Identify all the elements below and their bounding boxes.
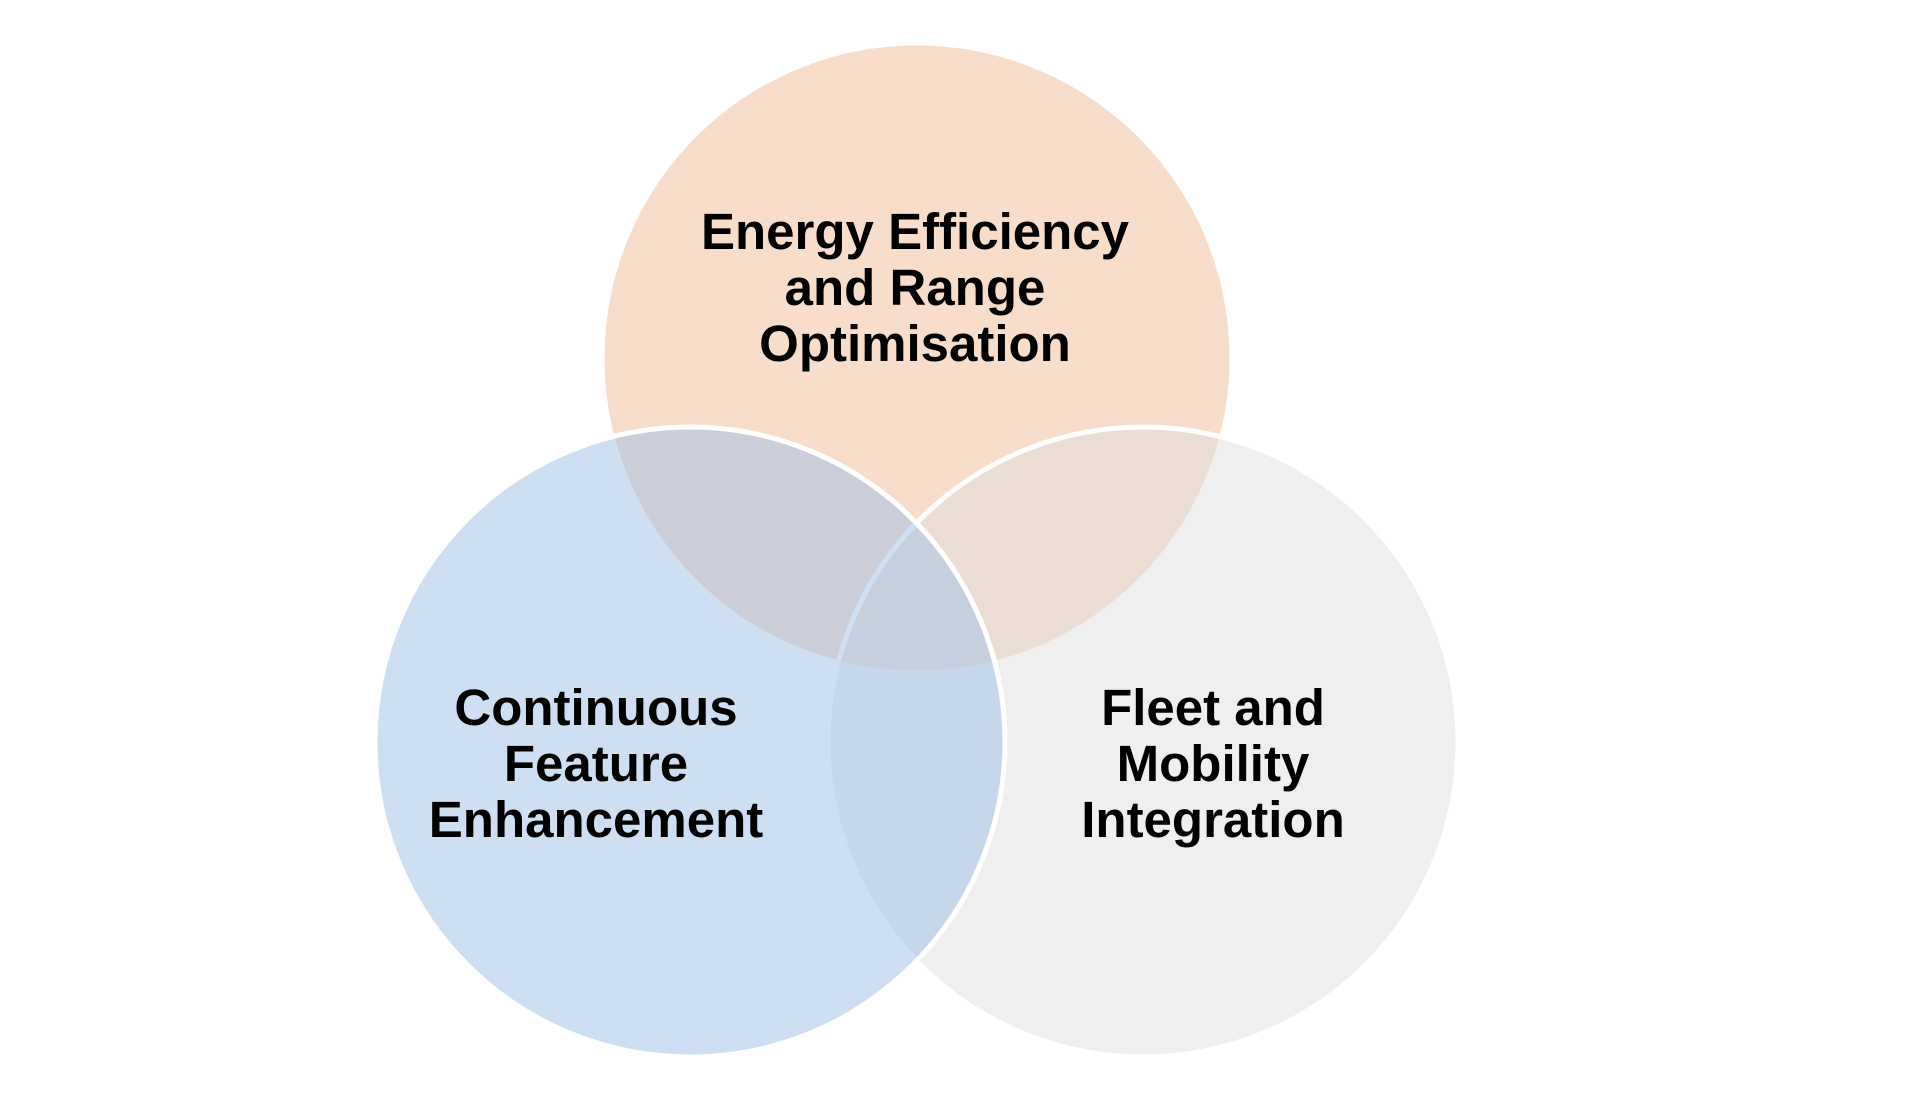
venn-label-feature: Continuous Feature Enhancement [429, 680, 763, 848]
venn-circle-feature [372, 424, 1008, 1060]
venn-label-feature-line3: Enhancement [428, 791, 764, 848]
venn-label-energy-line3: Optimisation [759, 315, 1071, 372]
venn-label-fleet: Fleet and Mobility Integration [1081, 680, 1345, 848]
venn-label-fleet-line3: Integration [1081, 791, 1345, 848]
venn-label-energy: Energy Efficiency and Range Optimisation [701, 204, 1129, 372]
venn-label-fleet-line1: Fleet and [1101, 679, 1325, 736]
venn-label-fleet-line2: Mobility [1116, 735, 1310, 792]
venn-label-feature-line1: Continuous [454, 679, 738, 736]
venn-label-feature-line2: Feature [503, 735, 689, 792]
venn-label-energy-line1: Energy Efficiency [701, 203, 1129, 260]
venn-label-energy-line2: and Range [784, 259, 1046, 316]
